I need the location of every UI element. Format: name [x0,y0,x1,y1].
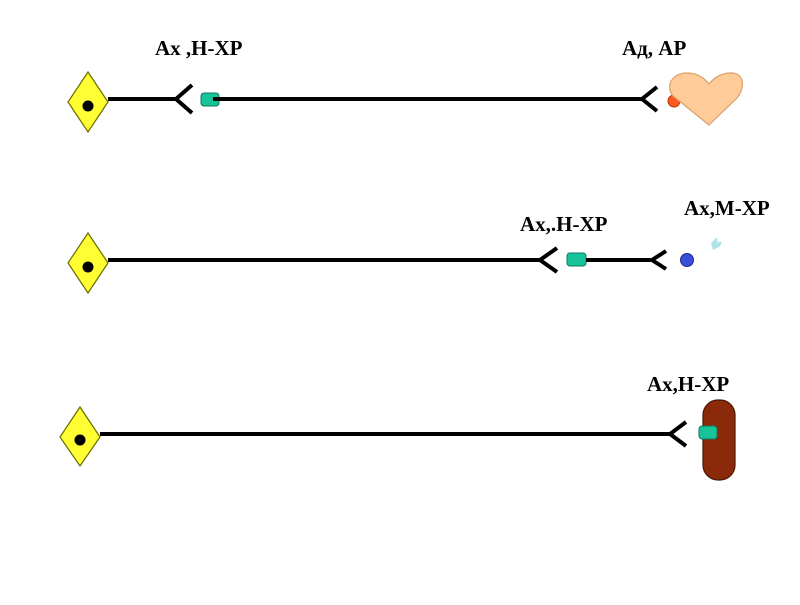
pathway-row-1 [67,70,743,134]
n-cholinoreceptor-3 [698,425,718,440]
axon-terminal-2a [536,246,559,274]
heart-organ [669,72,743,126]
neuron-nucleus-1 [82,100,94,112]
neuron-nucleus-2 [82,261,94,273]
m-cholinoreceptor-dot [680,253,694,267]
label-row2-right: Ах,М-ХР [684,196,770,220]
skeletal-muscle-fiber [702,399,736,481]
label-row2-mid: Ах,.Н-ХР [520,212,608,236]
axon-terminal-3 [666,420,688,448]
pathway-row-2 [67,231,722,295]
pathway-row-3 [59,399,736,481]
label-row1-left: Ах ,Н-ХР [155,36,243,60]
axon-terminal-2b [648,249,668,271]
axon-terminal-1b [638,85,659,113]
axon-terminal-1a [172,83,194,115]
neuron-nucleus-3 [74,434,86,446]
n-cholinoreceptor-2 [566,252,587,267]
label-row3-right: Ах,Н-ХР [647,372,730,396]
effector-organ-faint [711,237,722,250]
label-row1-right: Ад, АР [622,36,687,60]
